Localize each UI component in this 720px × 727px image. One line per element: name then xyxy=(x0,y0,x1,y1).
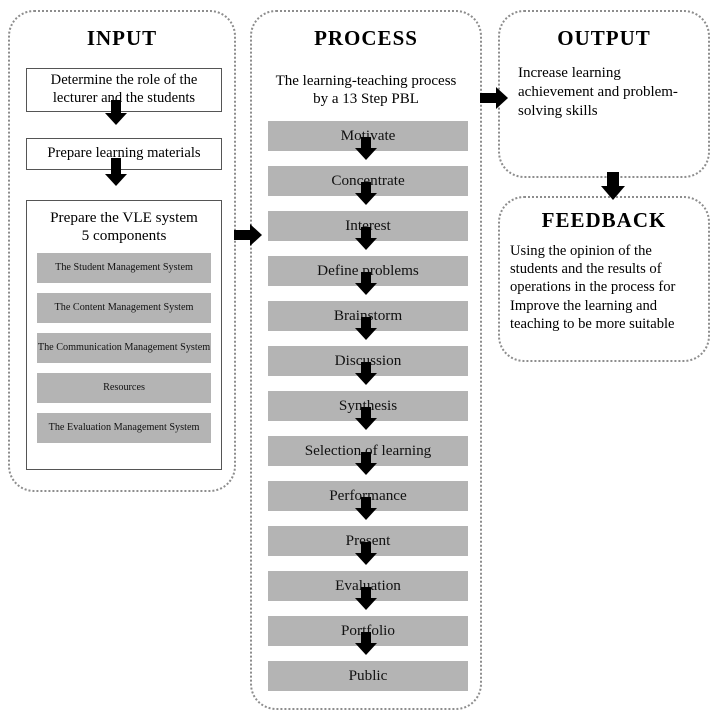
arrow-down-input-2 xyxy=(105,158,127,188)
vle-component: The Student Management System xyxy=(37,253,211,284)
arrow-down-process-9 xyxy=(355,497,377,521)
vle-component: The Evaluation Management System xyxy=(37,413,211,444)
arrow-right-input-to-process xyxy=(234,224,262,246)
arrow-down-process-5 xyxy=(355,317,377,341)
vle-component: Resources xyxy=(37,373,211,404)
process-subtitle-line-1: The learning-teaching process xyxy=(275,73,457,89)
arrow-down-process-11 xyxy=(355,587,377,611)
process-subtitle: The learning-teaching process by a 13 St… xyxy=(258,72,474,109)
output-panel-title: OUTPUT xyxy=(557,26,651,50)
feedback-panel: FEEDBACK Using the opinion of the studen… xyxy=(498,196,710,362)
vle-system-box: Prepare the VLE system 5 components The … xyxy=(26,200,222,470)
arrow-down-process-10 xyxy=(355,542,377,566)
process-subtitle-line-2: by a 13 Step PBL xyxy=(313,91,419,108)
vle-component: The Content Management System xyxy=(37,293,211,324)
vle-heading-line-1: Prepare the VLE system xyxy=(50,209,198,226)
vle-component: The Communication Management System xyxy=(37,333,211,364)
arrow-down-process-1 xyxy=(355,137,377,161)
vle-system-heading: Prepare the VLE system 5 components xyxy=(27,201,221,249)
process-step-8: Selection of learning xyxy=(268,436,468,466)
arrow-right-process-to-output xyxy=(480,87,508,109)
arrow-down-process-2 xyxy=(355,182,377,206)
output-panel: OUTPUT Increase learning achievement and… xyxy=(498,10,710,178)
feedback-panel-title: FEEDBACK xyxy=(541,208,667,232)
arrow-down-process-3 xyxy=(355,227,377,251)
arrow-down-input-1 xyxy=(105,100,127,126)
input-panel: INPUT Determine the role of the lecturer… xyxy=(8,10,236,492)
process-panel-title: PROCESS xyxy=(314,26,418,50)
vle-component-list: The Student Management System The Conten… xyxy=(27,249,221,449)
process-step-13: Public xyxy=(268,661,468,691)
arrow-down-process-8 xyxy=(355,452,377,476)
arrow-down-process-6 xyxy=(355,362,377,386)
feedback-body-text: Using the opinion of the students and th… xyxy=(510,243,676,332)
input-panel-title: INPUT xyxy=(86,26,158,50)
input-step-box-2: Prepare learning materials xyxy=(26,138,222,170)
vle-heading-line-2: 5 components xyxy=(81,227,167,245)
output-body-text: Increase learning achievement and proble… xyxy=(518,65,678,119)
arrow-down-process-12 xyxy=(355,632,377,656)
arrow-down-process-7 xyxy=(355,407,377,431)
input-step-box-1: Determine the role of the lecturer and t… xyxy=(26,68,222,112)
arrow-down-process-4 xyxy=(355,272,377,296)
arrow-down-output-to-feedback xyxy=(601,172,625,200)
